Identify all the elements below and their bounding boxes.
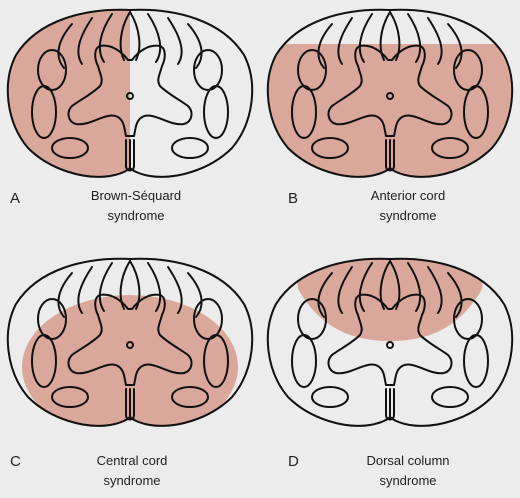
caption-line-2: syndrome bbox=[56, 206, 216, 226]
caption-line-2: syndrome bbox=[52, 471, 212, 491]
tract-line bbox=[148, 14, 160, 62]
panel-letter-b: B bbox=[288, 190, 298, 207]
spinal-cord-diagram-a bbox=[0, 0, 260, 185]
panel-b: B Anterior cord syndrome bbox=[260, 0, 520, 249]
tract-loop bbox=[194, 50, 222, 90]
panel-d: D Dorsal column syndrome bbox=[260, 249, 520, 498]
panel-letter-d: D bbox=[288, 453, 299, 470]
panel-a: A Brown-Séquard syndrome bbox=[0, 0, 260, 249]
panel-letter-a: A bbox=[10, 190, 20, 207]
panel-caption-b: Anterior cord syndrome bbox=[328, 186, 488, 226]
tract-loop bbox=[204, 86, 228, 138]
caption-line-2: syndrome bbox=[328, 471, 488, 491]
tract-line bbox=[130, 12, 139, 60]
spinal-cord-diagram-c bbox=[0, 249, 260, 434]
tract-loop bbox=[464, 335, 488, 387]
panel-letter-c: C bbox=[10, 453, 21, 470]
spinal-cord-diagram-d bbox=[260, 249, 520, 434]
tract-loop bbox=[292, 335, 316, 387]
tract-loop bbox=[432, 387, 468, 407]
tract-loop bbox=[172, 138, 208, 158]
caption-line-2: syndrome bbox=[328, 206, 488, 226]
caption-line-1: Dorsal column bbox=[328, 451, 488, 471]
panel-caption-d: Dorsal column syndrome bbox=[328, 451, 488, 491]
caption-line-1: Central cord bbox=[52, 451, 212, 471]
tract-loop bbox=[312, 387, 348, 407]
central-canal bbox=[387, 342, 393, 348]
tract-line bbox=[168, 18, 182, 64]
panel-caption-c: Central cord syndrome bbox=[52, 451, 212, 491]
spinal-cord-diagram-b bbox=[260, 0, 520, 185]
caption-line-1: Brown-Séquard bbox=[56, 186, 216, 206]
panel-caption-a: Brown-Séquard syndrome bbox=[56, 186, 216, 226]
caption-line-1: Anterior cord bbox=[328, 186, 488, 206]
panel-c: C Central cord syndrome bbox=[0, 249, 260, 498]
